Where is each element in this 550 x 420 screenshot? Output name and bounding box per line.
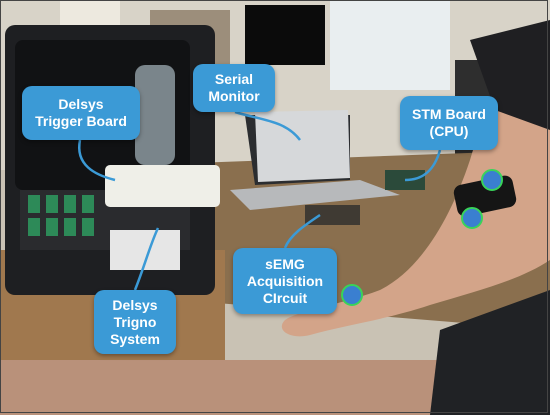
- arrow-trigno-system: [133, 227, 160, 291]
- laptop-display: [255, 110, 350, 182]
- black-shirt: [470, 20, 550, 130]
- electrode-icon: [341, 284, 363, 306]
- semg-circuit-device: [305, 205, 360, 225]
- water-bottle: [135, 65, 175, 165]
- arrow-trigger-board: [77, 139, 116, 182]
- forearm: [281, 45, 550, 337]
- electrode-icon: [461, 207, 483, 229]
- electrode-icon: [481, 169, 503, 191]
- arrow-serial-monitor: [234, 110, 301, 141]
- black-pants: [430, 290, 550, 415]
- label-delsys-trigger-board: Delsys Trigger Board: [22, 86, 140, 140]
- trigger-board-device: [105, 165, 220, 207]
- dark-monitor: [245, 5, 325, 65]
- trigno-sensors: [28, 195, 94, 236]
- arrow-semg-circuit: [283, 213, 321, 249]
- label-stm-board: STM Board (CPU): [400, 96, 498, 150]
- label-delsys-trigno-system: Delsys Trigno System: [94, 290, 176, 354]
- callout-arrows: [77, 110, 442, 291]
- label-semg-acquisition-circuit: sEMG Acquisition CIrcuit: [233, 248, 337, 314]
- laptop-keyboard: [230, 180, 400, 210]
- window: [330, 0, 450, 90]
- label-serial-monitor: Serial Monitor: [193, 64, 275, 112]
- arrow-stm-board: [404, 149, 442, 182]
